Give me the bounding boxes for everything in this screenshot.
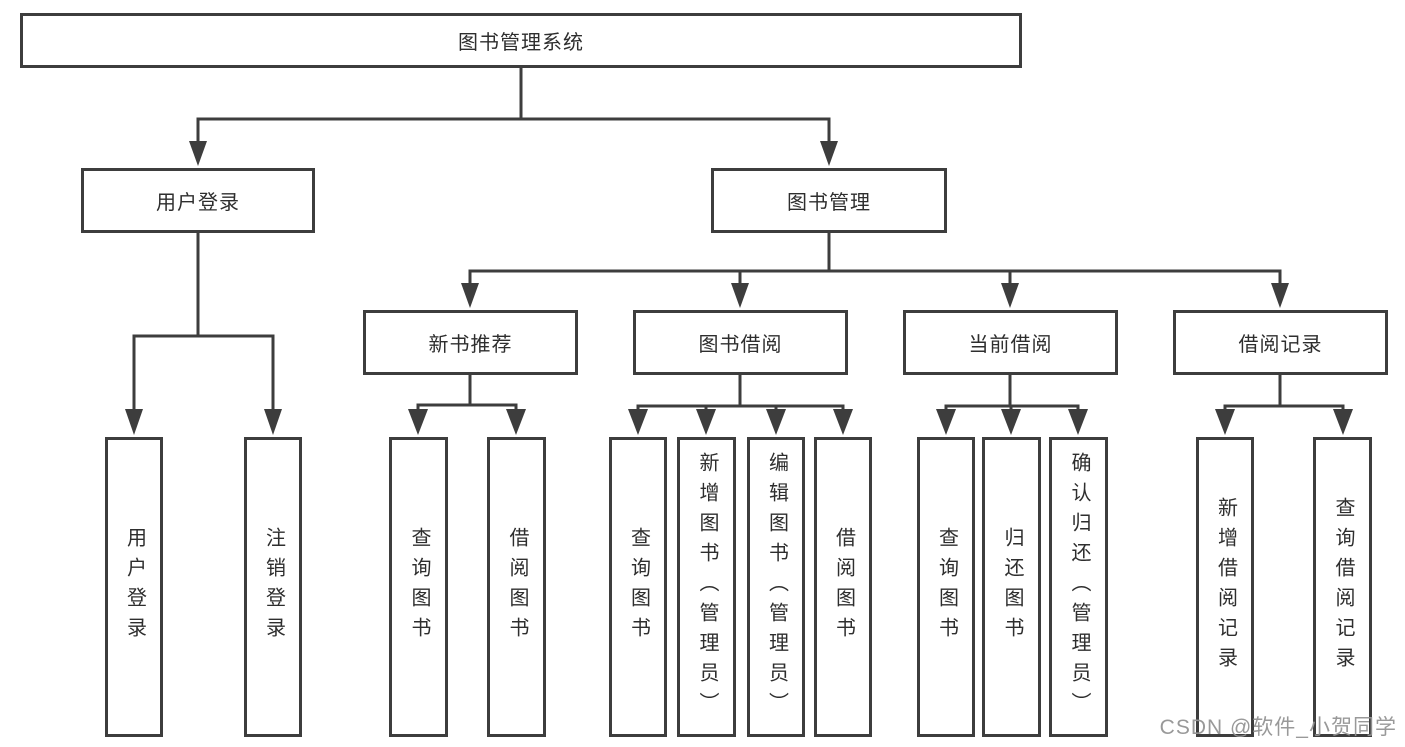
csdn-watermark: CSDN @软件_小贺同学 [1159, 716, 1397, 739]
node-book-borrow: 图书借阅 [633, 310, 848, 375]
leaf-label: 新增图书（管理员） [696, 452, 718, 722]
leaf-label: 新增借阅记录 [1214, 497, 1237, 677]
node-label: 新书推荐 [428, 334, 513, 356]
node-root-system: 图书管理系统 [20, 13, 1022, 68]
leaf-label: 查询借阅记录 [1332, 497, 1354, 677]
leaf-borrow-books-recommend: 借阅图书 [487, 437, 546, 737]
leaf-user-login: 用户登录 [105, 437, 163, 737]
node-user-login: 用户登录 [81, 168, 315, 233]
leaf-label: 编辑图书（管理员） [765, 452, 788, 722]
leaf-query-borrow-record: 查询借阅记录 [1313, 437, 1372, 737]
node-label: 图书借阅 [698, 334, 783, 356]
node-borrow-records: 借阅记录 [1173, 310, 1388, 375]
leaf-label: 查询图书 [408, 527, 430, 647]
node-current-borrow: 当前借阅 [903, 310, 1118, 375]
leaf-return-books: 归还图书 [982, 437, 1041, 737]
node-label: 当前借阅 [968, 334, 1053, 356]
leaf-label: 归还图书 [1001, 527, 1023, 647]
leaf-add-borrow-record: 新增借阅记录 [1196, 437, 1254, 737]
leaf-label: 查询图书 [935, 527, 958, 647]
leaf-borrow-books: 借阅图书 [814, 437, 872, 737]
leaf-label: 确认归还（管理员） [1068, 452, 1090, 722]
leaf-label: 查询图书 [627, 527, 650, 647]
leaf-query-books-current: 查询图书 [917, 437, 975, 737]
leaf-add-books-admin: 新增图书（管理员） [677, 437, 736, 737]
node-new-book-recommend: 新书推荐 [363, 310, 578, 375]
leaf-query-books-borrow: 查询图书 [609, 437, 667, 737]
node-label: 图书管理系统 [458, 32, 584, 54]
node-label: 借阅记录 [1238, 334, 1323, 356]
node-label: 用户登录 [156, 192, 240, 214]
leaf-query-books-recommend: 查询图书 [389, 437, 448, 737]
arrowheads [125, 141, 1353, 435]
leaf-label: 借阅图书 [832, 527, 855, 647]
leaf-edit-books-admin: 编辑图书（管理员） [747, 437, 805, 737]
leaf-logout: 注销登录 [244, 437, 302, 737]
leaf-confirm-return-admin: 确认归还（管理员） [1049, 437, 1108, 737]
leaf-label: 用户登录 [123, 527, 146, 647]
node-book-management: 图书管理 [711, 168, 947, 233]
node-label: 图书管理 [787, 192, 871, 214]
leaf-label: 借阅图书 [506, 527, 528, 647]
leaf-label: 注销登录 [262, 527, 285, 647]
